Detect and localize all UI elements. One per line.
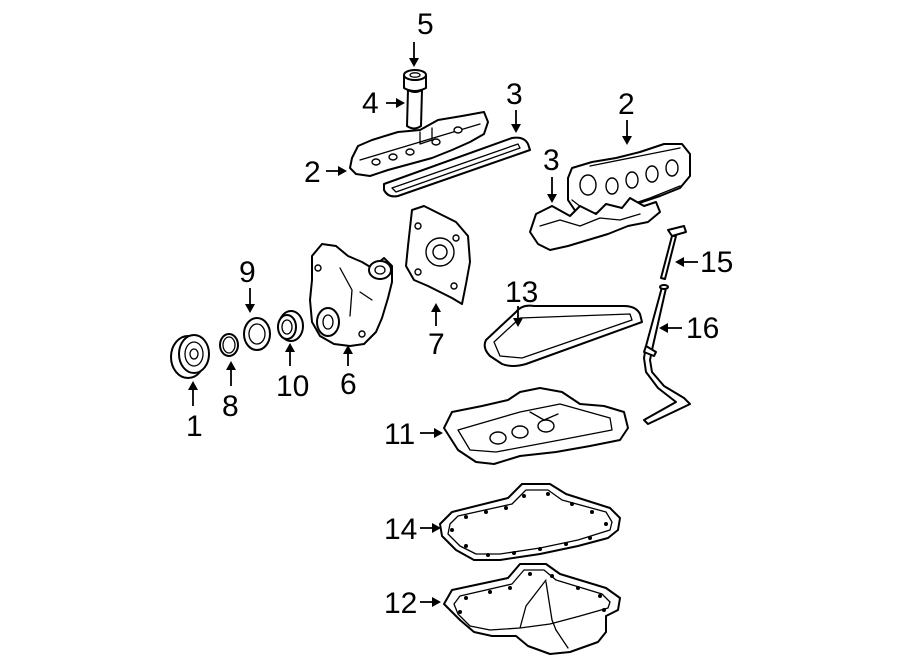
part-oil-pan[interactable] xyxy=(443,563,621,655)
part-seal-ring[interactable] xyxy=(243,317,271,351)
callout-leaders xyxy=(188,42,698,607)
part-upper-oil-pan[interactable] xyxy=(443,387,629,465)
callout-14: 14 xyxy=(384,513,417,546)
part-front-crank-seal[interactable] xyxy=(277,310,304,342)
callout-9: 9 xyxy=(239,256,256,289)
part-valve-cover-gasket-right[interactable] xyxy=(529,197,661,251)
callout-15: 15 xyxy=(700,246,733,279)
part-oil-pan-gasket[interactable] xyxy=(439,483,621,561)
part-dipstick[interactable] xyxy=(660,225,687,280)
callout-4: 4 xyxy=(362,87,379,120)
part-valve-cover-gasket-left[interactable] xyxy=(383,136,531,198)
part-oil-pan-upper-gasket[interactable] xyxy=(483,304,643,367)
part-dipstick-tube[interactable] xyxy=(643,284,691,425)
callout-1: 1 xyxy=(186,410,203,443)
part-crank-pulley[interactable] xyxy=(170,334,210,379)
callout-7: 7 xyxy=(428,328,445,361)
part-oil-filler-tube[interactable] xyxy=(406,89,423,130)
callout-6: 6 xyxy=(340,368,357,401)
callout-5: 5 xyxy=(417,8,434,41)
callout-16: 16 xyxy=(686,312,719,345)
part-valve-cover-left[interactable] xyxy=(349,111,489,177)
callout-10: 10 xyxy=(276,370,309,403)
part-timing-cover-plate[interactable] xyxy=(405,205,471,305)
part-timing-cover[interactable] xyxy=(309,243,393,347)
part-oil-filler-cap[interactable] xyxy=(403,69,427,92)
callout-3-upper: 3 xyxy=(506,78,523,111)
part-valve-cover-right[interactable] xyxy=(567,143,691,217)
callout-2-left: 2 xyxy=(304,156,321,189)
callout-3-lower: 3 xyxy=(543,144,560,177)
callout-13: 13 xyxy=(505,276,538,309)
callout-12: 12 xyxy=(384,587,417,620)
callout-11: 11 xyxy=(384,418,415,451)
callout-2-right: 2 xyxy=(618,88,635,121)
callout-8: 8 xyxy=(222,390,239,423)
part-o-ring[interactable] xyxy=(219,333,239,357)
